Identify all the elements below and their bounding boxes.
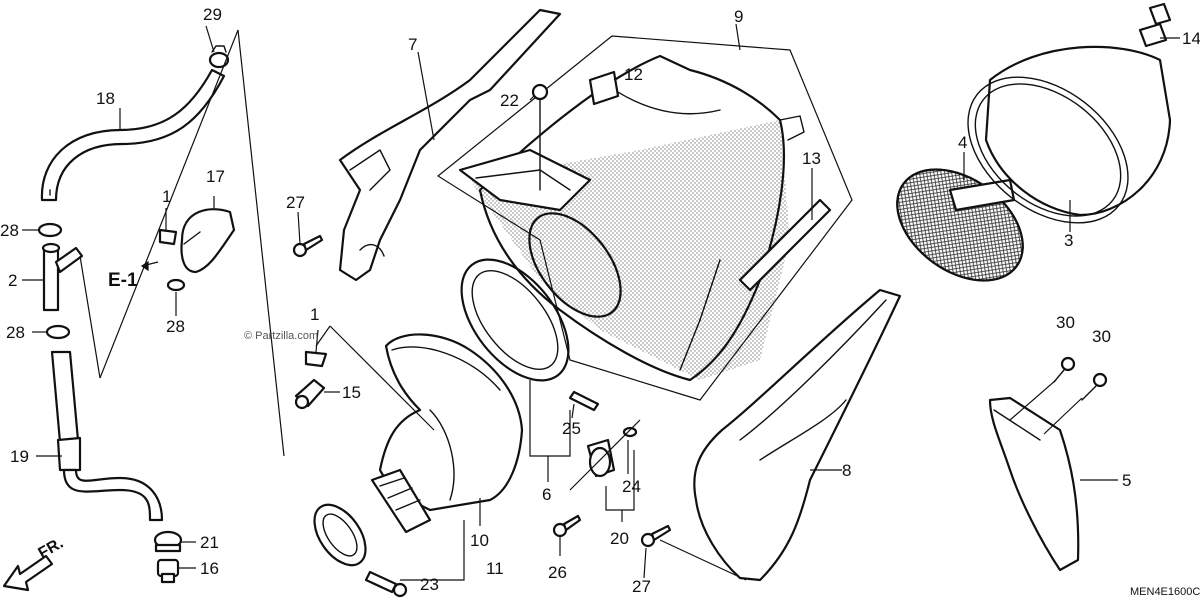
drain-tube-20[interactable] bbox=[586, 438, 616, 478]
callout-1-lower: 1 bbox=[310, 305, 320, 324]
wing-bolt-14[interactable] bbox=[1138, 2, 1172, 48]
callout-6: 6 bbox=[542, 485, 552, 504]
guide-line-1b bbox=[329, 325, 435, 431]
callout-13: 13 bbox=[802, 149, 821, 168]
drawing-code: MEN4E1600C bbox=[1130, 586, 1200, 598]
callout-16: 16 bbox=[200, 559, 219, 578]
guide-line-29 bbox=[99, 29, 239, 379]
view-ref-e1[interactable]: E-1 bbox=[108, 270, 138, 291]
callout-27-left: 27 bbox=[286, 193, 305, 212]
front-arrow-icon bbox=[2, 554, 54, 592]
label-12[interactable] bbox=[588, 70, 620, 106]
screw-27-left[interactable] bbox=[292, 234, 324, 258]
guide-line-1c bbox=[315, 325, 331, 347]
callout-4: 4 bbox=[958, 133, 968, 152]
clamp-28-lower[interactable] bbox=[45, 324, 71, 340]
callout-30-right: 30 bbox=[1092, 327, 1111, 346]
bracket-20 bbox=[605, 450, 635, 511]
callout-27-right: 27 bbox=[632, 577, 651, 596]
air-cleaner-case-9[interactable] bbox=[470, 54, 805, 382]
guide-line-long bbox=[237, 29, 285, 457]
callout-10: 10 bbox=[470, 531, 489, 550]
bolt-25[interactable] bbox=[568, 390, 600, 412]
intake-ring-11[interactable] bbox=[304, 496, 376, 575]
seal-13[interactable] bbox=[738, 198, 832, 292]
guide-line-2 bbox=[79, 255, 101, 379]
bolt-15[interactable] bbox=[294, 378, 326, 410]
callout-24: 24 bbox=[622, 477, 641, 496]
callout-28-lower: 28 bbox=[6, 323, 25, 342]
screw-26[interactable] bbox=[552, 514, 582, 538]
bolt-23[interactable] bbox=[364, 570, 408, 598]
callout-19: 19 bbox=[10, 447, 29, 466]
callout-9: 9 bbox=[734, 7, 744, 26]
callout-28-mid: 28 bbox=[166, 317, 185, 336]
callout-11: 11 bbox=[486, 559, 504, 578]
clip-29[interactable] bbox=[208, 45, 230, 69]
callout-1-upper: 1 bbox=[162, 187, 172, 206]
guide-line-27 bbox=[659, 539, 747, 581]
callout-28-upper: 28 bbox=[0, 221, 19, 240]
case-gasket[interactable] bbox=[440, 240, 589, 400]
breather-joint-2[interactable] bbox=[41, 242, 84, 312]
clamp-28-mid[interactable] bbox=[166, 278, 186, 292]
fender-bracket-5[interactable] bbox=[988, 396, 1080, 572]
callout-5: 5 bbox=[1122, 471, 1132, 490]
breather-tube-19[interactable] bbox=[50, 350, 164, 522]
breather-hose-18[interactable] bbox=[40, 68, 226, 202]
side-cover-8[interactable] bbox=[693, 288, 902, 582]
clamp-1-upper[interactable] bbox=[158, 228, 178, 246]
guide-line-30 bbox=[1009, 379, 1083, 435]
clamp-1-lower[interactable] bbox=[304, 350, 328, 368]
watermark: © Partzilla.com bbox=[244, 330, 319, 342]
callout-18: 18 bbox=[96, 89, 115, 108]
callout-3: 3 bbox=[1064, 231, 1074, 250]
callout-14: 14 bbox=[1182, 29, 1200, 48]
callout-22: 22 bbox=[500, 91, 519, 110]
callout-30-left: 30 bbox=[1056, 313, 1075, 332]
breather-cap-17[interactable] bbox=[180, 208, 236, 274]
air-cleaner-mount-7[interactable] bbox=[338, 8, 562, 282]
bolt-22[interactable] bbox=[531, 83, 549, 191]
callout-2: 2 bbox=[8, 271, 18, 290]
filter-element-4[interactable] bbox=[876, 147, 1043, 304]
guide-line-20 bbox=[569, 419, 641, 491]
callout-17: 17 bbox=[206, 167, 225, 186]
callout-7: 7 bbox=[408, 35, 418, 54]
clip-21[interactable] bbox=[153, 530, 183, 553]
callout-23: 23 bbox=[420, 575, 439, 594]
callout-26: 26 bbox=[548, 563, 567, 582]
callout-20: 20 bbox=[610, 529, 629, 548]
callout-15: 15 bbox=[342, 383, 361, 402]
leader-lines bbox=[22, 23, 1180, 581]
screw-30-left[interactable] bbox=[1053, 356, 1076, 383]
plug-16[interactable] bbox=[156, 558, 180, 584]
case-outline-9 bbox=[436, 35, 853, 401]
filter-element-3[interactable] bbox=[940, 45, 1172, 253]
screw-30-right[interactable] bbox=[1081, 372, 1108, 401]
clip-24[interactable] bbox=[622, 426, 638, 438]
callout-12: 12 bbox=[624, 65, 643, 84]
filter-holder[interactable] bbox=[458, 148, 639, 333]
callout-8: 8 bbox=[842, 461, 852, 480]
callout-29: 29 bbox=[203, 5, 222, 24]
callout-21: 21 bbox=[200, 533, 219, 552]
bracket-6 bbox=[529, 380, 571, 457]
air-funnel-10[interactable] bbox=[370, 333, 524, 534]
callout-25: 25 bbox=[562, 419, 581, 438]
screw-27-right[interactable] bbox=[640, 524, 672, 548]
clamp-28-upper[interactable] bbox=[37, 222, 63, 238]
